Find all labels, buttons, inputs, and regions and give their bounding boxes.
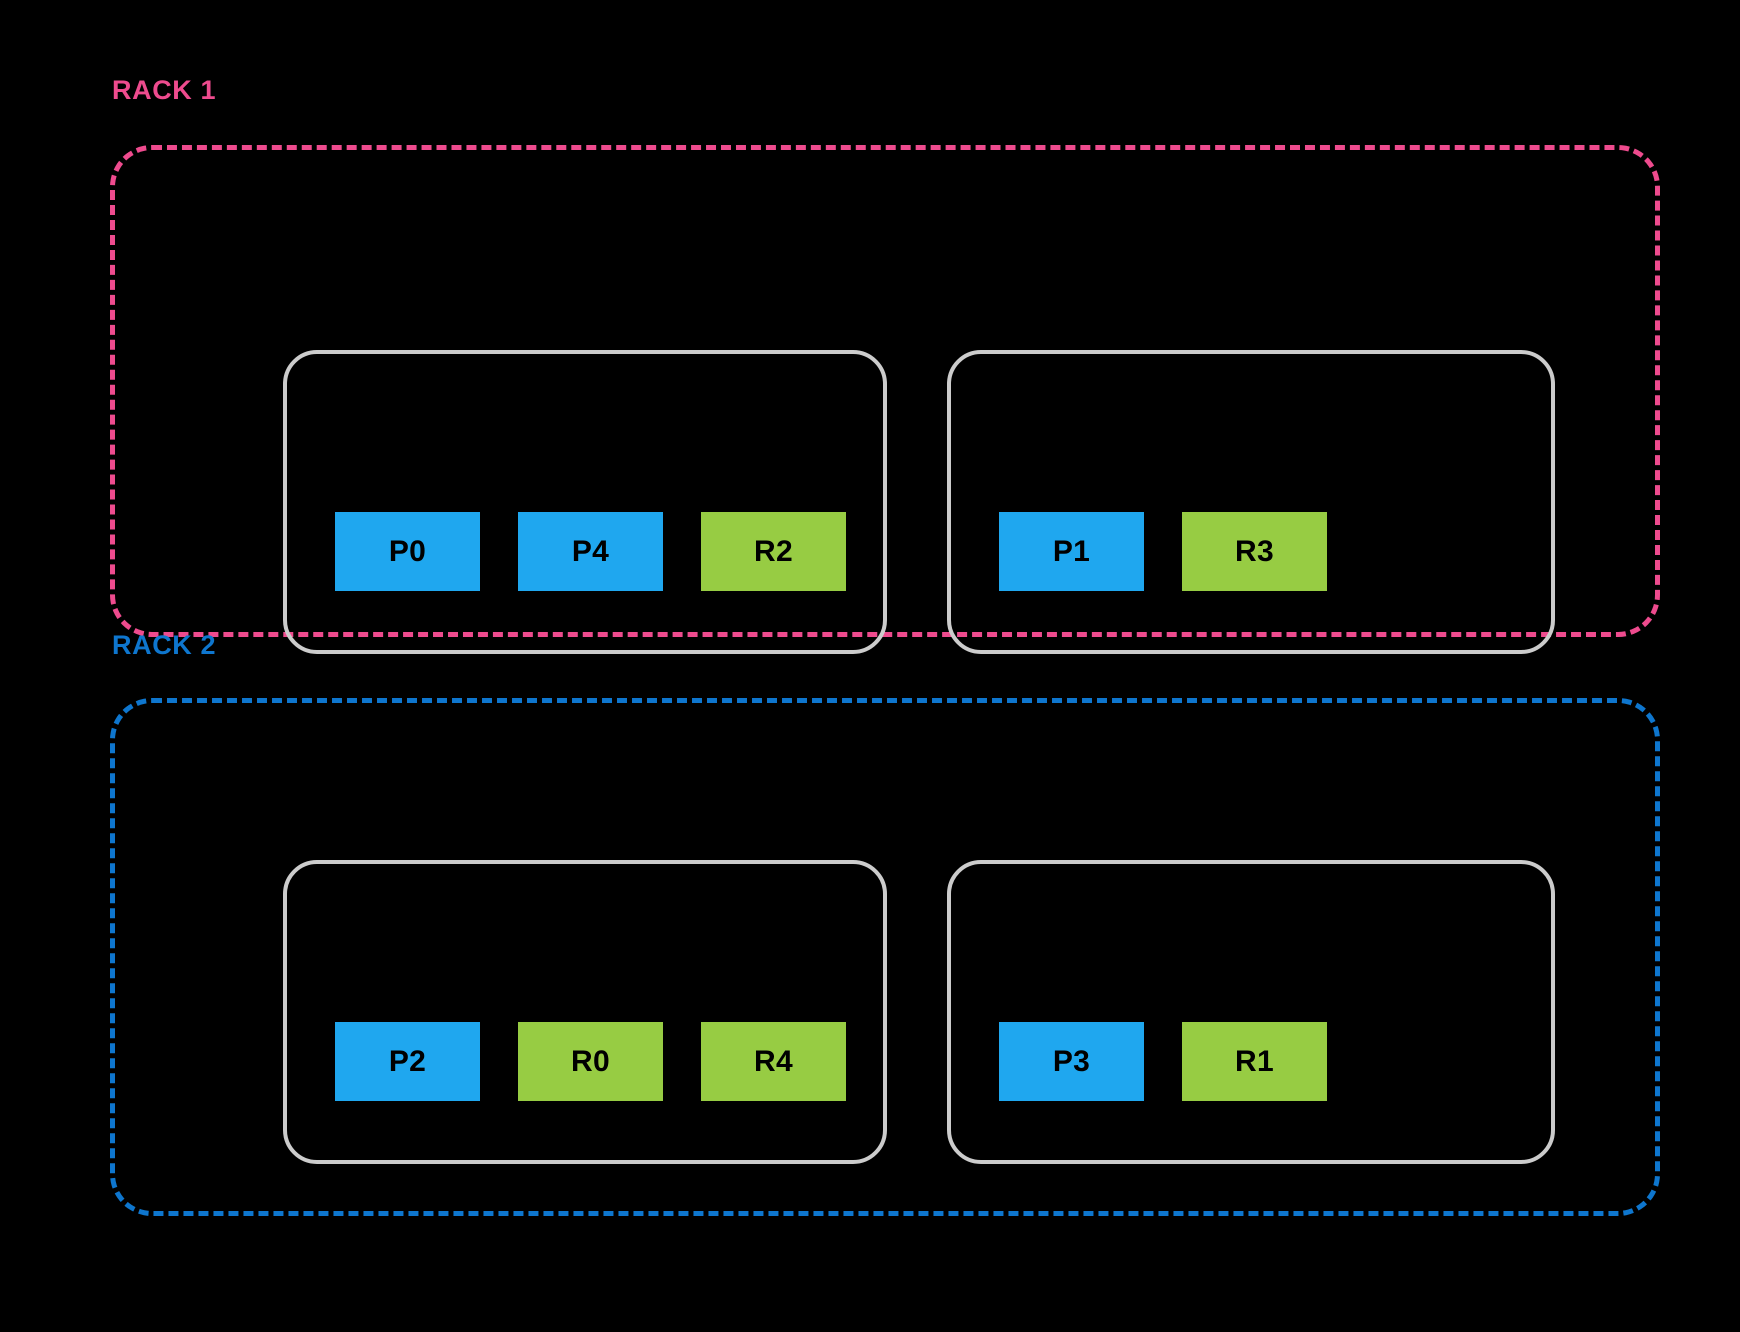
node-rack1-node2[interactable]: P1 R3	[947, 350, 1555, 654]
rack-label-1: RACK 1	[112, 75, 217, 105]
chip-r4[interactable]: R4	[701, 1022, 846, 1101]
node-rack2-node1[interactable]: P2 R0 R4	[283, 860, 887, 1164]
chip-p2[interactable]: P2	[335, 1022, 480, 1101]
chip-row: P3 R1	[999, 1022, 1327, 1101]
chip-r0[interactable]: R0	[518, 1022, 663, 1101]
chip-p3[interactable]: P3	[999, 1022, 1144, 1101]
node-rack1-node1[interactable]: P0 P4 R2	[283, 350, 887, 654]
chip-p0[interactable]: P0	[335, 512, 480, 591]
chip-p1[interactable]: P1	[999, 512, 1144, 591]
rack-group-1: RACK 1 P0 P4 R2 P1 R3	[0, 0, 1740, 654]
chip-row: P2 R0 R4	[335, 1022, 846, 1101]
chip-p4[interactable]: P4	[518, 512, 663, 591]
rack-group-2: RACK 2 P2 R0 R4 P3 R1	[0, 600, 1740, 1332]
chip-r1[interactable]: R1	[1182, 1022, 1327, 1101]
chip-r2[interactable]: R2	[701, 512, 846, 591]
node-rack2-node2[interactable]: P3 R1	[947, 860, 1555, 1164]
chip-row: P0 P4 R2	[335, 512, 846, 591]
chip-row: P1 R3	[999, 512, 1327, 591]
rack-boundary-2: P2 R0 R4 P3 R1	[110, 698, 1660, 1216]
rack-label-2: RACK 2	[112, 630, 217, 660]
rack-boundary-1: P0 P4 R2 P1 R3	[110, 145, 1660, 654]
chip-r3[interactable]: R3	[1182, 512, 1327, 591]
